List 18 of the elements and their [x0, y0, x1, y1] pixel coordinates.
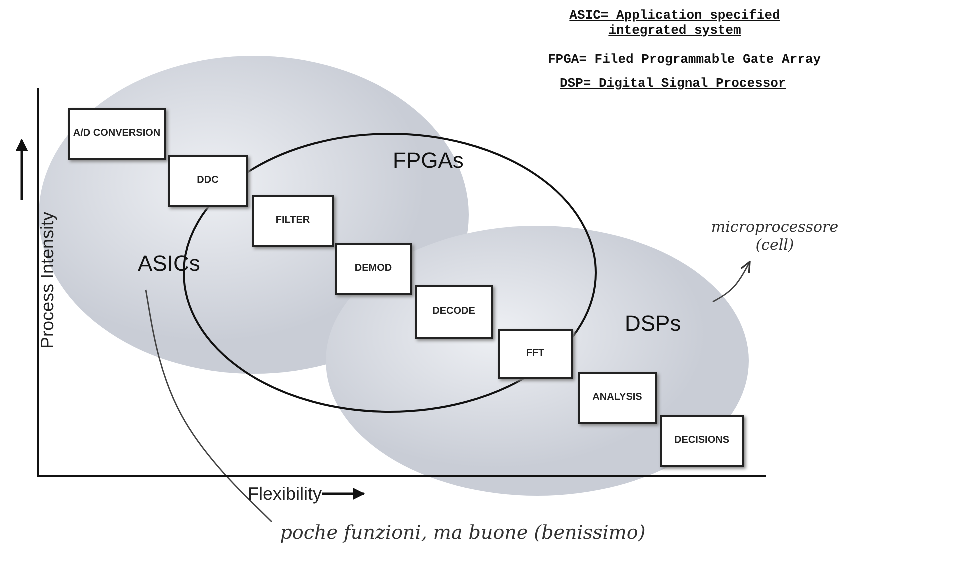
process-box: DECISIONS [660, 415, 744, 467]
handwritten-note: microprocessore (cell) [700, 218, 850, 254]
region-label: DSPs [625, 311, 682, 337]
definition-text: DSP= Digital Signal Processor [560, 76, 786, 91]
process-box: FFT [498, 329, 573, 379]
leader-line [145, 290, 272, 522]
process-box: FILTER [252, 195, 334, 247]
process-box: ANALYSIS [578, 372, 657, 424]
definition-text: ASIC= Application specified integrated system [568, 8, 782, 38]
process-box: DECODE [415, 285, 493, 339]
axis-label: Flexibility [248, 484, 322, 505]
process-box: DEMOD [335, 243, 412, 295]
handwritten-note: poche funzioni, ma buone (benissimo) [228, 522, 698, 544]
axis-label: Process Intensity [38, 210, 58, 352]
definition-text: FPGA= Filed Programmable Gate Array [548, 52, 822, 67]
arrow [712, 261, 751, 303]
process-box: A/D CONVERSION [68, 108, 166, 160]
region-label: FPGAs [393, 148, 464, 174]
